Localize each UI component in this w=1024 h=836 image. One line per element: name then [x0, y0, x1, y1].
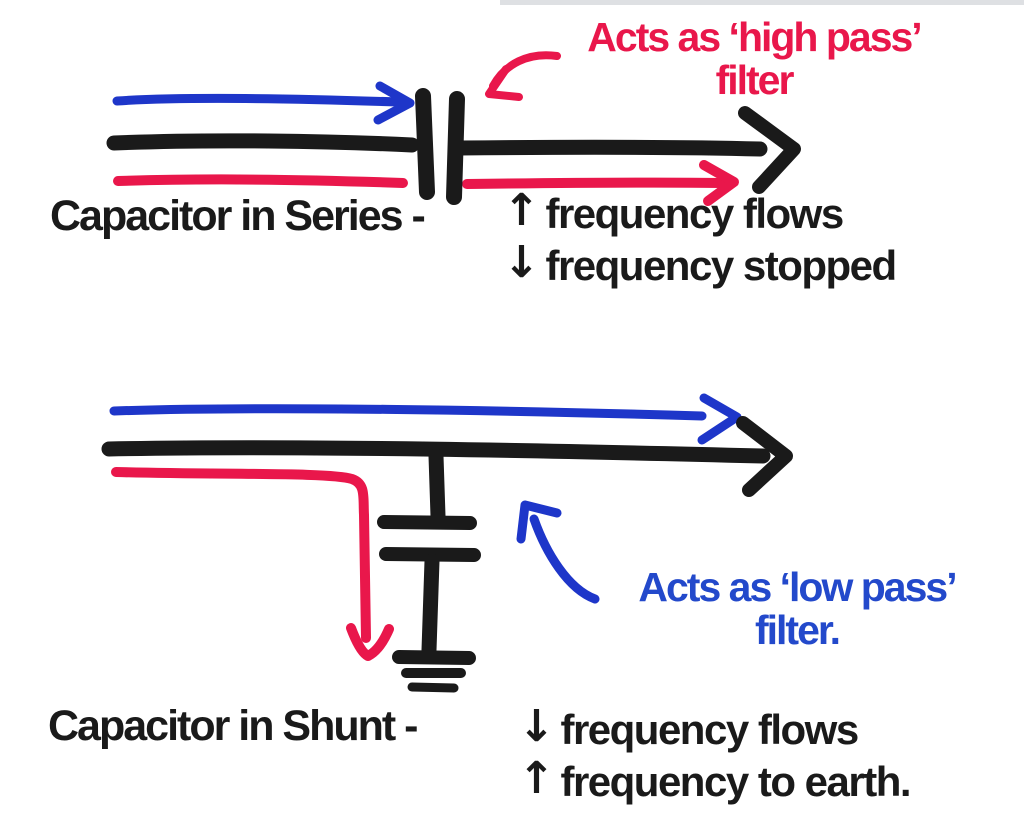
- capacitor-lead: [421, 553, 440, 658]
- shunt-capacitor-symbol: [377, 448, 481, 658]
- ground-symbol: [392, 650, 476, 693]
- note-line: ↓ frequency stopped: [503, 237, 897, 292]
- arrowhead: [346, 623, 394, 661]
- annotation-line: Acts as ‘low pass’: [638, 564, 957, 610]
- arrowhead: [516, 500, 562, 544]
- arrowhead: [373, 81, 415, 125]
- capacitor-plate: [446, 91, 465, 205]
- arrowhead: [485, 65, 523, 101]
- series-capacitor-symbol: [415, 88, 465, 205]
- annotation-line: filter.: [755, 606, 841, 653]
- note-text: frequency flows: [560, 706, 859, 753]
- up-arrow-icon: ↑: [518, 753, 555, 805]
- note-text: frequency stopped: [545, 242, 897, 290]
- capacitor-plate: [415, 88, 435, 200]
- arrowhead: [699, 160, 739, 206]
- highpass-annotation-arrow: [485, 51, 561, 101]
- lowpass-annotation-arrow: [516, 500, 600, 604]
- note-line: ↓ frequency flows: [518, 701, 910, 756]
- top-edge-shadow: [500, 0, 1024, 5]
- high-frequency-arrow: [109, 393, 742, 445]
- capacitor-plate: [377, 515, 477, 530]
- note-text: frequency to earth.: [560, 758, 911, 806]
- signal-line-arrow: [101, 416, 793, 497]
- annotation-line: Acts as ‘high pass’: [587, 14, 922, 60]
- note-line: ↑ frequency flows: [503, 185, 896, 240]
- arrowhead: [736, 416, 793, 497]
- shunt-caption: Capacitor in Shunt -: [48, 702, 418, 750]
- capacitor-lead: [428, 448, 446, 524]
- down-arrow-icon: ↓: [503, 237, 540, 289]
- lowpass-annotation: Acts as ‘low pass’ filter.: [602, 566, 992, 651]
- high-frequency-arrow: [112, 81, 415, 125]
- note-line: ↑ frequency to earth.: [518, 753, 912, 808]
- arrowhead: [697, 393, 742, 445]
- shunt-notes: ↓ frequency flows ↑ frequency to earth.: [518, 701, 912, 808]
- up-arrow-icon: ↑: [503, 185, 540, 236]
- arrowhead: [738, 106, 801, 194]
- shunt-diagram: [101, 393, 793, 693]
- series-diagram: [106, 51, 801, 206]
- annotation-line: filter: [715, 56, 795, 103]
- signal-line-arrow: [106, 106, 801, 194]
- series-notes: ↑ frequency flows ↓ frequency stopped: [503, 185, 897, 292]
- low-frequency-arrow: [113, 160, 739, 206]
- series-caption: Capacitor in Series -: [50, 192, 426, 240]
- low-frequency-arrow-to-ground: [111, 467, 394, 661]
- highpass-annotation: Acts as ‘high pass’ filter: [548, 16, 960, 101]
- down-arrow-icon: ↓: [518, 701, 555, 752]
- note-text: frequency flows: [545, 190, 844, 237]
